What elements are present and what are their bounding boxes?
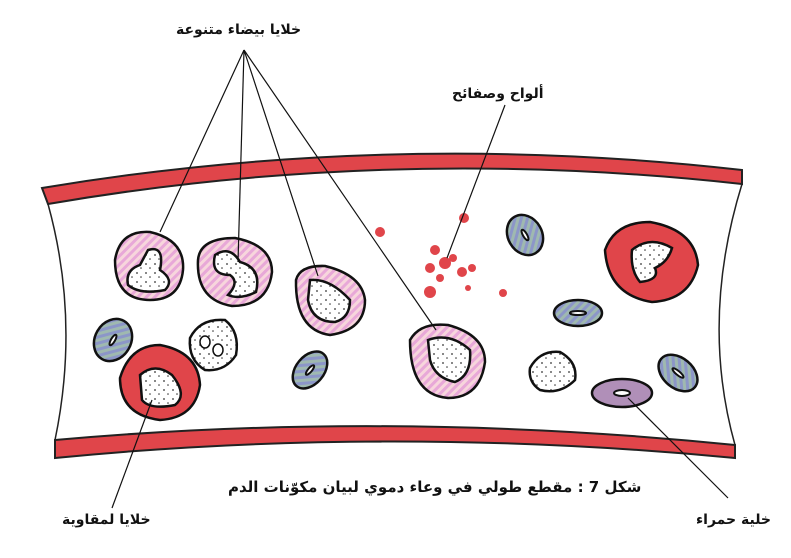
lymphocyte <box>603 220 700 304</box>
white-blood-cell <box>196 236 274 308</box>
label-white-cells: خلايا بيضاء متنوعة <box>176 22 302 38</box>
vessel-wall-top <box>40 152 743 206</box>
label-red-cell: خلية حمراء <box>696 512 772 528</box>
platelets <box>375 213 507 298</box>
figure-caption: شكل 7 : مقطع طولي في وعاء دموي لبيان مكو… <box>228 478 642 496</box>
lymphocyte <box>188 318 239 372</box>
lymphocyte <box>118 343 202 422</box>
leader-lines <box>111 49 729 509</box>
white-blood-cell <box>408 323 487 400</box>
label-platelets: ألواح وصفائح <box>452 86 544 102</box>
vessel-wall-bottom <box>54 425 736 460</box>
monocyte <box>528 350 577 393</box>
white-blood-cell <box>113 230 185 302</box>
red-blood-cells <box>92 213 699 409</box>
label-lymph-cells: خلايا لمقاوية <box>62 512 151 528</box>
white-blood-cell <box>294 264 367 337</box>
